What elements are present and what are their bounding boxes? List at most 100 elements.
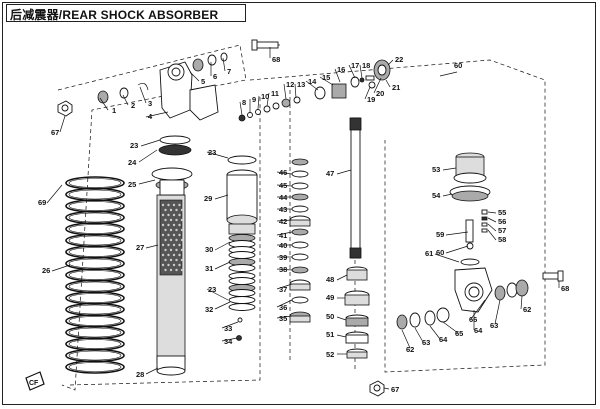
part-label: 8	[242, 98, 246, 107]
part-label: 39	[279, 253, 287, 262]
leader-line	[470, 299, 486, 320]
leader-line	[445, 245, 469, 254]
part-label: 62	[406, 345, 414, 354]
part-label: 64	[474, 326, 483, 335]
leader-line	[276, 283, 293, 290]
leader-line	[51, 264, 71, 272]
leader-line	[206, 288, 229, 301]
leader-line	[276, 268, 293, 271]
leader-line	[373, 77, 382, 94]
part-label: 27	[136, 243, 144, 252]
part-label: 48	[326, 275, 334, 284]
part-label: 28	[136, 370, 144, 379]
part-label: 26	[42, 266, 50, 275]
leader-line	[214, 261, 231, 270]
leader-line	[387, 59, 394, 66]
part-label: 46	[279, 168, 287, 177]
part-label: 32	[205, 305, 213, 314]
part-label: 60	[436, 248, 444, 257]
leader-line	[59, 115, 66, 133]
part-label: 3	[148, 99, 152, 108]
part-label: 67	[391, 385, 399, 394]
part-label: 36	[279, 303, 287, 312]
leader-line	[520, 295, 523, 310]
brand-logo: CF	[25, 371, 45, 391]
leader-line	[487, 223, 497, 232]
leader-line	[206, 151, 229, 159]
leader-line	[487, 229, 497, 241]
leader-line	[494, 299, 501, 325]
part-label: 9	[252, 95, 256, 104]
leader-line	[276, 299, 293, 308]
part-label: 2	[131, 101, 135, 110]
part-label: 37	[279, 285, 287, 294]
damper-body	[151, 167, 193, 376]
part-label: 15	[322, 73, 330, 82]
leader-line	[487, 217, 497, 223]
leader-line	[276, 231, 293, 236]
diagram-title: 后减震器/REAR SHOCK ABSORBER	[10, 8, 219, 22]
part-label: 34	[224, 337, 233, 346]
part-label: 24	[128, 158, 137, 167]
leader-line	[189, 71, 200, 82]
title-box	[6, 4, 246, 22]
part-label: 30	[205, 245, 213, 254]
part-label: 21	[392, 83, 400, 92]
part-label: 51	[326, 330, 334, 339]
leader-line	[383, 387, 390, 390]
coil-spring	[65, 176, 125, 374]
leader-line	[214, 241, 231, 251]
right-assembly-outline	[249, 59, 546, 373]
leader-line	[46, 184, 63, 204]
leader-line	[336, 334, 347, 338]
part-label: 14	[308, 77, 317, 86]
leader-line	[336, 169, 352, 175]
part-label: 31	[205, 264, 213, 273]
part-label: 23	[208, 148, 216, 157]
top-mount	[158, 61, 219, 156]
leader-line	[222, 57, 226, 72]
part-label: 67	[51, 128, 59, 137]
part-label: 50	[326, 312, 334, 321]
leader-line	[442, 167, 457, 171]
leader-line	[283, 83, 287, 100]
part-label: 25	[128, 180, 136, 189]
leader-line	[122, 94, 129, 106]
part-label: 68	[272, 55, 280, 64]
leader-line	[334, 68, 341, 83]
leader-line	[239, 101, 243, 116]
leader-line	[214, 301, 231, 310]
leader-line	[266, 92, 270, 107]
lower-eyelet	[454, 209, 493, 313]
part-label: 49	[326, 293, 334, 302]
leader-line	[221, 337, 238, 342]
leader-line	[445, 231, 469, 236]
leader-line	[319, 76, 334, 86]
part-label: 1	[112, 106, 116, 115]
leader-line	[221, 321, 239, 329]
part-label: 35	[279, 314, 287, 323]
leader-line	[414, 327, 424, 343]
leader-line	[294, 83, 297, 99]
leader-line	[429, 325, 441, 340]
part-label: 57	[498, 226, 506, 235]
leader-line	[145, 244, 159, 249]
part-label: 6	[213, 72, 217, 81]
part-label: 7	[227, 67, 231, 76]
reservoir	[226, 155, 258, 341]
leader-line	[276, 184, 293, 187]
logo-text: CF	[29, 380, 39, 387]
leader-line	[138, 179, 156, 185]
part-label: 17	[351, 61, 359, 70]
part-label: 63	[422, 338, 430, 347]
piston-stack	[289, 158, 311, 323]
leader-line	[276, 219, 293, 222]
part-label: 19	[367, 95, 375, 104]
leader-line	[276, 171, 293, 175]
leader-line	[138, 149, 158, 163]
leader-line	[145, 111, 169, 118]
leader-line	[214, 194, 229, 200]
part-label: 63	[490, 321, 498, 330]
part-label: 64	[439, 335, 448, 344]
